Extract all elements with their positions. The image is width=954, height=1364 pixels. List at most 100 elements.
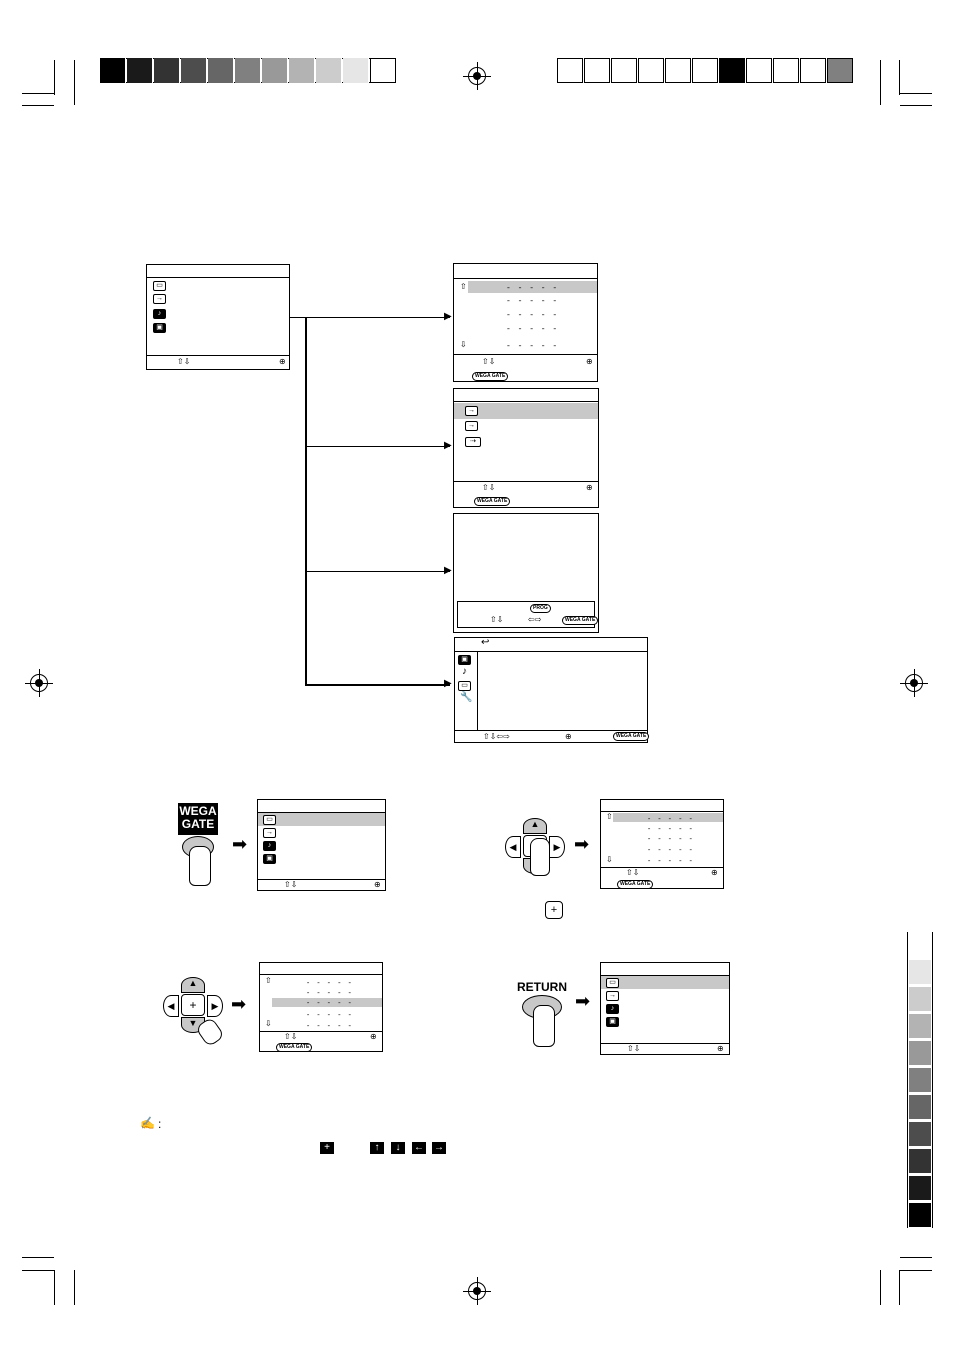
note-colon: : <box>158 1117 162 1131</box>
color-swatch <box>208 58 234 83</box>
ok-center-icon: + <box>545 901 563 919</box>
ok-center-icon: ⊕ <box>586 357 593 366</box>
channel-row: - - - - - <box>647 847 694 855</box>
crop-mark <box>880 1270 881 1305</box>
color-swatch <box>611 58 637 83</box>
input-list-screen: → → ⇢ ⇧⇩ ⊕ WEGA GATE <box>453 388 599 508</box>
main-menu-screen-step: ▭ → ♪ ▣ ⇧⇩ ⊕ <box>257 799 386 891</box>
color-swatch <box>100 58 126 83</box>
right-arrow-icon: ➡ <box>232 834 248 854</box>
crop-mark <box>22 1270 54 1271</box>
color-swatch <box>235 58 261 83</box>
tv-icon: ▭ <box>153 281 166 291</box>
gray-swatch <box>908 1067 932 1093</box>
ok-center-icon: ⊕ <box>374 880 381 889</box>
color-bar-left <box>100 58 396 83</box>
crop-mark <box>899 1270 900 1305</box>
right-arrow-icon: ➡ <box>231 994 247 1014</box>
down-arrow-icon: ⇩ <box>265 1019 272 1028</box>
up-down-keys: ⇧⇩ <box>482 357 496 366</box>
crop-mark <box>900 105 932 106</box>
tv-icon: ▭ <box>263 815 276 825</box>
up-down-keys: ⇧⇩ <box>177 357 191 366</box>
left-right-keys: ⇦⇨ <box>528 615 542 624</box>
color-swatch <box>719 58 745 83</box>
registration-mark-top <box>463 62 491 90</box>
left-arrow-icon: ← <box>412 1142 426 1154</box>
input-icon: → <box>153 294 166 304</box>
up-down-keys: ⇧⇩ <box>627 1044 641 1053</box>
wrench-icon: 🔧 <box>460 692 473 703</box>
right-arrow-icon: → <box>432 1142 446 1154</box>
color-swatch <box>289 58 315 83</box>
arrow-head: ▶ <box>444 678 452 689</box>
arrow-head: ▶ <box>444 311 452 322</box>
finger-icon <box>533 1005 555 1047</box>
arrow-head: ▶ <box>444 440 452 451</box>
channel-row: - - - - - <box>647 826 694 834</box>
wega-gate-pill: WEGA GATE <box>276 1043 313 1052</box>
channel-list-screen-step: ⇧ - - - - - - - - - - - - - - - - - - - … <box>259 962 383 1052</box>
channel-row: - - - - - <box>647 858 694 866</box>
input-icon: → <box>465 406 478 416</box>
toolbox-icon: ▣ <box>153 323 166 333</box>
registration-mark-right <box>900 669 928 697</box>
picture-icon: ▣ <box>458 655 471 665</box>
music-note-icon: ♪ <box>153 309 166 319</box>
color-swatch <box>181 58 207 83</box>
color-swatch <box>773 58 799 83</box>
color-swatch <box>557 58 583 83</box>
wega-gate-pill: WEGA GATE <box>474 497 511 506</box>
channel-row: - - - - - <box>506 342 559 351</box>
gray-swatch <box>908 1094 932 1120</box>
channel-row: - - - - - <box>506 311 559 320</box>
wega-gate-pill: WEGA GATE <box>472 372 509 381</box>
gray-swatch <box>908 1013 932 1039</box>
down-arrow-icon: ⇩ <box>460 340 467 349</box>
color-swatch <box>316 58 342 83</box>
ok-center-icon: ⊕ <box>711 868 718 877</box>
crop-mark <box>22 105 54 106</box>
joystick-pad[interactable]: ▲ ◀ ▶ + ▼ <box>163 977 223 1033</box>
color-swatch <box>638 58 664 83</box>
crop-mark <box>54 1270 55 1305</box>
music-note-icon: ♪ <box>462 666 467 677</box>
gray-swatch <box>908 1121 932 1147</box>
crop-mark <box>54 60 55 95</box>
color-bar-right <box>557 58 853 83</box>
color-swatch <box>370 58 396 83</box>
color-swatch <box>827 58 853 83</box>
right-arrow-icon: ➡ <box>575 991 591 1011</box>
wega-gate-pill: WEGA GATE <box>613 732 650 741</box>
channel-row: - - - - - <box>306 1012 353 1020</box>
main-menu-screen: ▭ → ♪ ▣ ⇧⇩ ⊕ <box>146 264 290 370</box>
wega-gate-pill: WEGA GATE <box>617 880 654 889</box>
program-screen: PROG ⇧⇩ ⇦⇨ WEGA GATE <box>453 513 599 633</box>
settings-screen: ↩ ▣ ♪ ▭ 🔧 ⇧⇩⇦⇨ ⊕ WEGA GATE <box>454 637 650 743</box>
gray-swatch <box>908 1202 932 1228</box>
gray-swatch <box>908 1148 932 1174</box>
channel-list-screen: ⇧ - - - - - - - - - - - - - - - - - - - … <box>453 263 598 382</box>
input-icon: → <box>465 421 478 431</box>
color-swatch <box>692 58 718 83</box>
crop-mark <box>880 60 881 105</box>
side-gray-scale <box>907 932 933 1228</box>
crop-mark <box>899 60 900 95</box>
channel-row: - - - - - <box>506 297 559 306</box>
channel-row: - - - - - <box>306 1000 353 1008</box>
color-swatch <box>262 58 288 83</box>
gray-swatch <box>908 986 932 1012</box>
color-swatch <box>584 58 610 83</box>
crop-mark <box>22 93 54 94</box>
up-down-keys: ⇧⇩ <box>626 868 640 877</box>
crop-mark <box>74 60 75 105</box>
up-down-keys: ⇧⇩ <box>284 1032 298 1041</box>
down-arrow-icon: ⇩ <box>606 855 613 864</box>
crop-mark <box>74 1270 75 1305</box>
registration-mark-bottom <box>463 1277 491 1305</box>
down-arrow-icon: ↓ <box>391 1142 405 1154</box>
music-note-icon: ♪ <box>606 1004 619 1014</box>
main-menu-screen-step: ▭ → ♪ ▣ ⇧⇩ ⊕ <box>600 962 730 1055</box>
color-swatch <box>746 58 772 83</box>
